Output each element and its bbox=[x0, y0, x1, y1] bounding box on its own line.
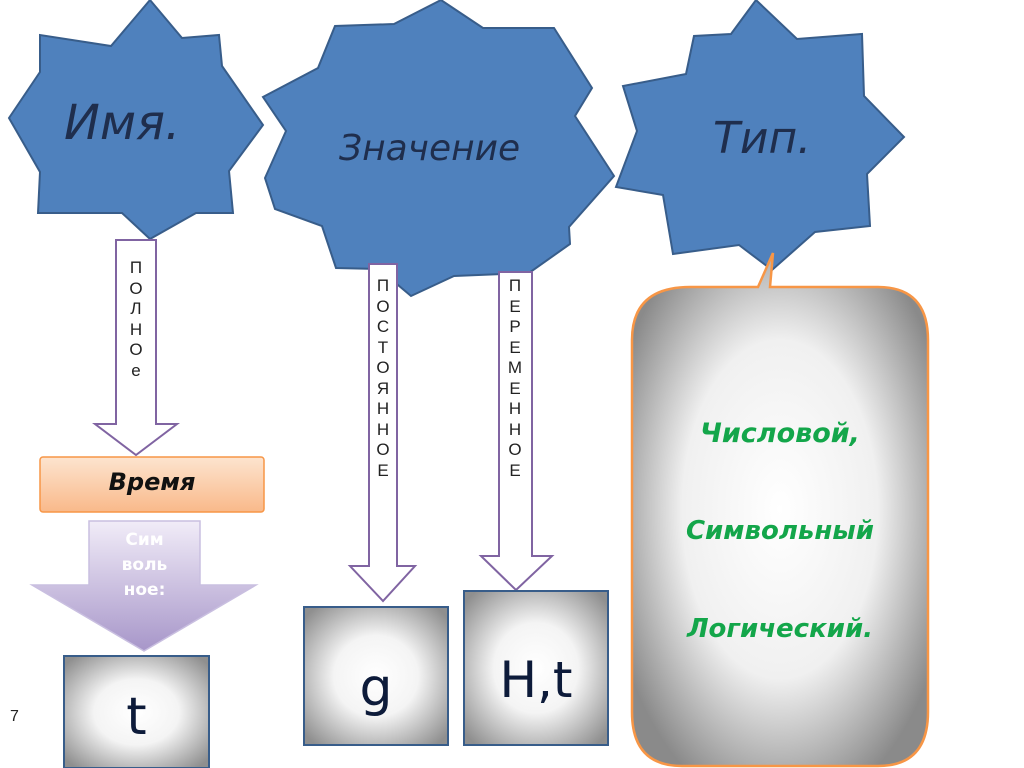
arrow-constant-letter: О bbox=[376, 296, 390, 316]
arrow-variable-letter: О bbox=[508, 440, 522, 459]
arrow-constant-letter: Н bbox=[376, 419, 390, 439]
star-type-label: Тип. bbox=[713, 113, 812, 164]
arrow-full-letter: Л bbox=[130, 299, 142, 318]
arrow-variable-shape bbox=[478, 271, 555, 592]
box-t-value: t bbox=[126, 687, 147, 747]
type-logical: Логический. bbox=[686, 614, 874, 644]
type-symbolic: Символьный bbox=[685, 516, 875, 546]
star-value-label: Значение bbox=[339, 128, 521, 169]
arrow-variable-letter: Е bbox=[509, 296, 521, 316]
arrow-constant-letter: П bbox=[376, 276, 390, 295]
arrow-constant-letter: Н bbox=[376, 399, 390, 418]
arrow-constant-letter: О bbox=[376, 358, 390, 377]
arrow-variable-letter: Е bbox=[509, 378, 521, 398]
arrow-variable-letter: Н bbox=[508, 419, 522, 439]
box-g-shape bbox=[303, 606, 449, 746]
page-number: 7 bbox=[10, 708, 19, 725]
arrow-full-letter: Н bbox=[129, 319, 143, 339]
arrow-variable-letter: П bbox=[508, 276, 522, 295]
star-name-label: Имя. bbox=[64, 95, 181, 151]
arrow-symbolic-text: Сим воль ное: bbox=[89, 528, 200, 603]
arrow-symbolic-line: воль bbox=[121, 555, 168, 575]
arrow-full-letter: О bbox=[129, 278, 143, 298]
arrow-variable-letter: Е bbox=[509, 337, 521, 357]
arrow-constant-shape bbox=[347, 263, 418, 603]
arrow-full-shape bbox=[92, 239, 180, 457]
arrow-constant-letter: Т bbox=[377, 337, 389, 357]
box-t-shape bbox=[63, 655, 210, 768]
arrow-full-letter: П bbox=[129, 258, 143, 277]
arrow-variable-letter: Р bbox=[509, 317, 521, 336]
arrow-variable-letter: Н bbox=[508, 399, 522, 418]
type-bubble-shape bbox=[630, 252, 930, 768]
box-ht-value: H,t bbox=[499, 651, 573, 709]
type-numeric: Числовой, bbox=[700, 418, 860, 449]
arrow-symbolic-line: Сим bbox=[125, 530, 164, 550]
box-ht-shape bbox=[463, 590, 609, 746]
time-label: Время bbox=[108, 468, 196, 496]
arrow-symbolic-shape bbox=[29, 520, 259, 652]
arrow-full-letter: е bbox=[131, 360, 141, 380]
arrow-constant-letter: С bbox=[376, 317, 390, 336]
arrow-full-letter: О bbox=[129, 340, 143, 359]
box-g-value: g bbox=[359, 658, 393, 718]
time-box-shape bbox=[39, 456, 265, 513]
star-type-shape bbox=[614, 0, 906, 272]
arrow-variable-letter: М bbox=[507, 358, 523, 377]
arrow-symbolic-line: ное: bbox=[123, 580, 166, 600]
arrow-variable-letter: Е bbox=[509, 460, 521, 480]
arrow-constant-letter: Я bbox=[376, 378, 390, 398]
arrow-constant-letter: О bbox=[376, 440, 390, 459]
arrow-constant-letter: Е bbox=[377, 460, 389, 480]
